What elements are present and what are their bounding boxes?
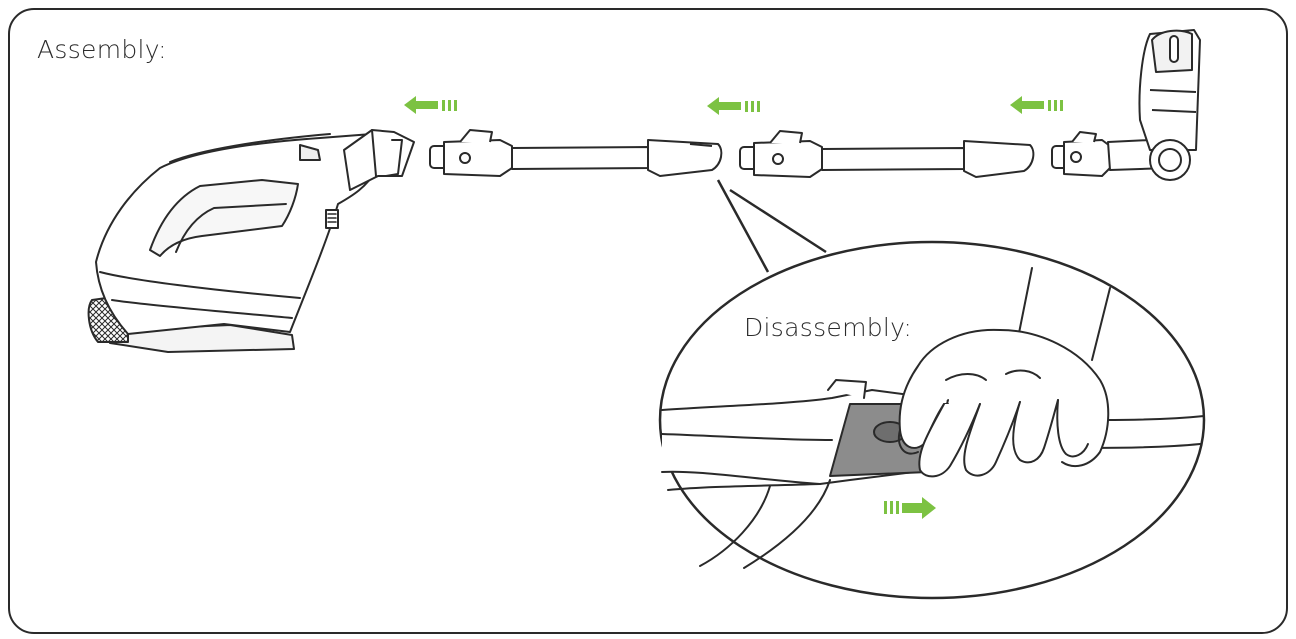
arrow-left-icon xyxy=(404,96,457,114)
callout-pointer xyxy=(716,179,827,273)
handheld-unit xyxy=(87,129,415,353)
arrow-left-icon xyxy=(707,97,760,115)
arrow-right-icon xyxy=(884,497,936,519)
disassembly-detail xyxy=(658,240,1206,600)
disassembly-label: Disassembly: xyxy=(744,313,913,342)
floor-head-neck xyxy=(1051,29,1201,181)
figure-frame xyxy=(8,8,1288,634)
wand-tube-1 xyxy=(429,129,723,177)
arrow-left-icon xyxy=(1010,96,1063,114)
assembly-label: Assembly: xyxy=(37,35,167,64)
wand-tube-2 xyxy=(739,130,1035,178)
